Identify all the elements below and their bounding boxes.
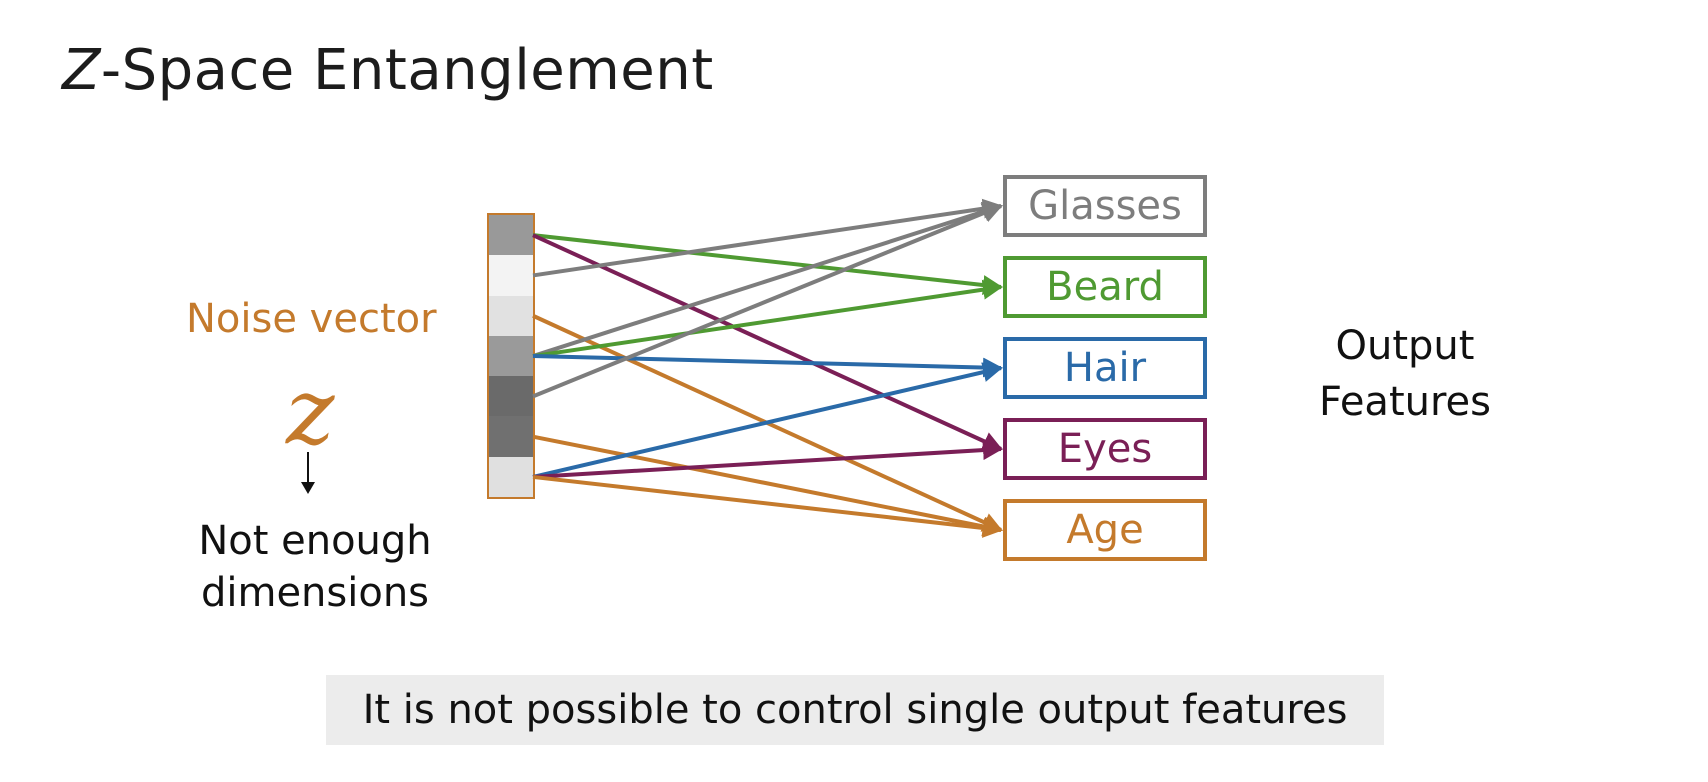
arrow-cell1-to-eyes — [532, 233, 1003, 451]
vector-cell-7 — [489, 456, 533, 497]
arrow-cell6-to-age — [532, 434, 1003, 537]
title-text: -Space Entanglement — [100, 38, 714, 103]
arrow-cell2-to-glasses — [532, 198, 1003, 278]
feature-box-hair: Hair — [1003, 337, 1207, 399]
vector-cell-5 — [489, 376, 533, 417]
vector-cell-3 — [489, 295, 533, 336]
vector-cell-6 — [489, 416, 533, 457]
not-enough-dimensions-label: Not enough dimensions — [180, 515, 450, 619]
down-arrow-icon — [301, 452, 315, 494]
vector-cell-2 — [489, 255, 533, 296]
output-features-label: Output Features — [1295, 318, 1515, 430]
feature-box-eyes: Eyes — [1003, 418, 1207, 480]
noise-vector — [487, 213, 535, 499]
feature-box-age: Age — [1003, 499, 1207, 561]
title-z: Z — [62, 38, 101, 103]
arrow-cell7-to-eyes — [532, 440, 1003, 479]
arrow-cell7-to-age — [532, 474, 1003, 538]
vector-cell-4 — [489, 335, 533, 377]
not-enough-line-2: dimensions — [200, 570, 430, 616]
arrow-cell4-to-beard — [532, 279, 1003, 359]
arrow-cell5-to-glasses — [532, 203, 1003, 399]
vector-cell-1 — [489, 215, 533, 256]
feature-box-glasses: Glasses — [1003, 175, 1207, 237]
output-line-1: Output — [1335, 323, 1475, 369]
arrow-cell4-to-hair — [532, 354, 1003, 378]
not-enough-line-1: Not enough — [198, 518, 432, 564]
arrow-cell4-to-glasses — [532, 201, 1003, 358]
caption: It is not possible to control single out… — [326, 675, 1384, 745]
page-title: Z-Space Entanglement — [62, 38, 714, 103]
arrow-cell7-to-hair — [532, 362, 1003, 479]
output-line-2: Features — [1319, 379, 1491, 425]
feature-box-beard: Beard — [1003, 256, 1207, 318]
noise-vector-label: Noise vector — [186, 296, 437, 342]
z-symbol: z — [286, 358, 335, 465]
arrow-cell1-to-beard — [532, 233, 1003, 295]
